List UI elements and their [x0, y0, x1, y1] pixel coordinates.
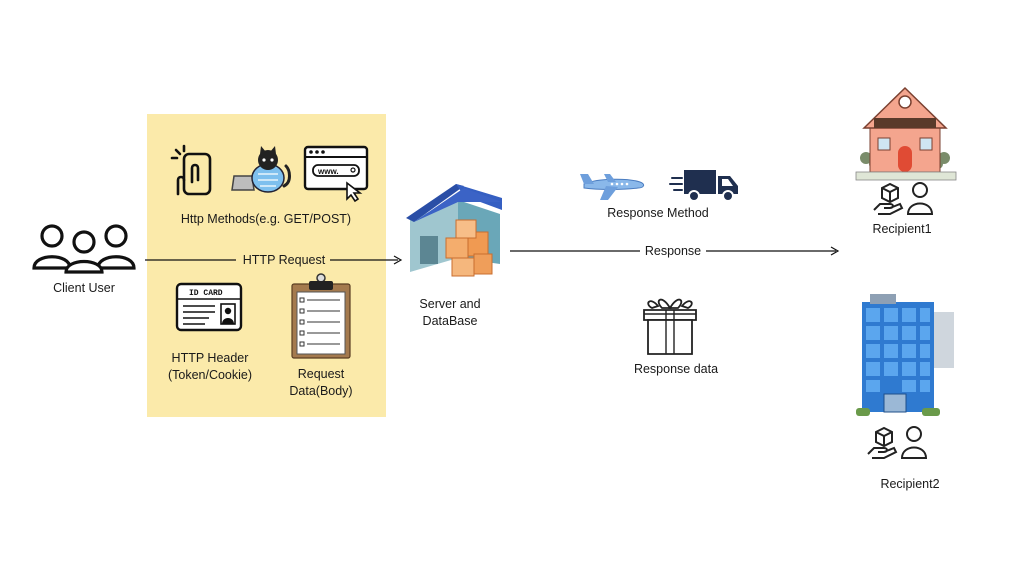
request-body-label-line2: Data(Body)	[289, 384, 353, 398]
recipient2-person-icon	[867, 426, 928, 459]
http-request-label: HTTP Request	[242, 253, 326, 267]
truck-icon	[669, 170, 738, 202]
http-header-label-line1: HTTP Header	[171, 351, 249, 365]
house-icon	[855, 86, 957, 181]
browser-window-icon: www.	[303, 145, 369, 203]
id-card-text: ID CARD	[189, 289, 223, 298]
tap-phone-icon	[170, 144, 212, 196]
server-label-line2: DataBase	[422, 314, 478, 328]
response-method-label: Response Method	[607, 206, 709, 220]
warehouse-icon	[406, 184, 502, 277]
request-body-label-line1: Request	[297, 367, 345, 381]
browser-url-text: www.	[317, 167, 339, 176]
clipboard-icon	[291, 273, 351, 359]
cat-laptop-icon	[231, 146, 291, 193]
users-icon	[32, 224, 136, 274]
recipient2-label: Recipient2	[880, 477, 940, 491]
client-user-label: Client User	[53, 281, 115, 295]
gift-box-icon	[643, 298, 697, 355]
airplane-icon	[580, 174, 645, 200]
http-header-label-line2: (Token/Cookie)	[167, 368, 253, 382]
recipient1-person-icon	[873, 182, 934, 215]
recipient1-label: Recipient1	[872, 222, 932, 236]
http-methods-label: Http Methods(e.g. GET/POST)	[180, 212, 352, 226]
response-data-label: Response data	[633, 362, 719, 376]
server-label-line1: Server and	[419, 297, 481, 311]
office-building-icon	[856, 294, 954, 416]
response-label: Response	[644, 244, 702, 258]
id-card-icon: ID CARD	[175, 282, 243, 332]
